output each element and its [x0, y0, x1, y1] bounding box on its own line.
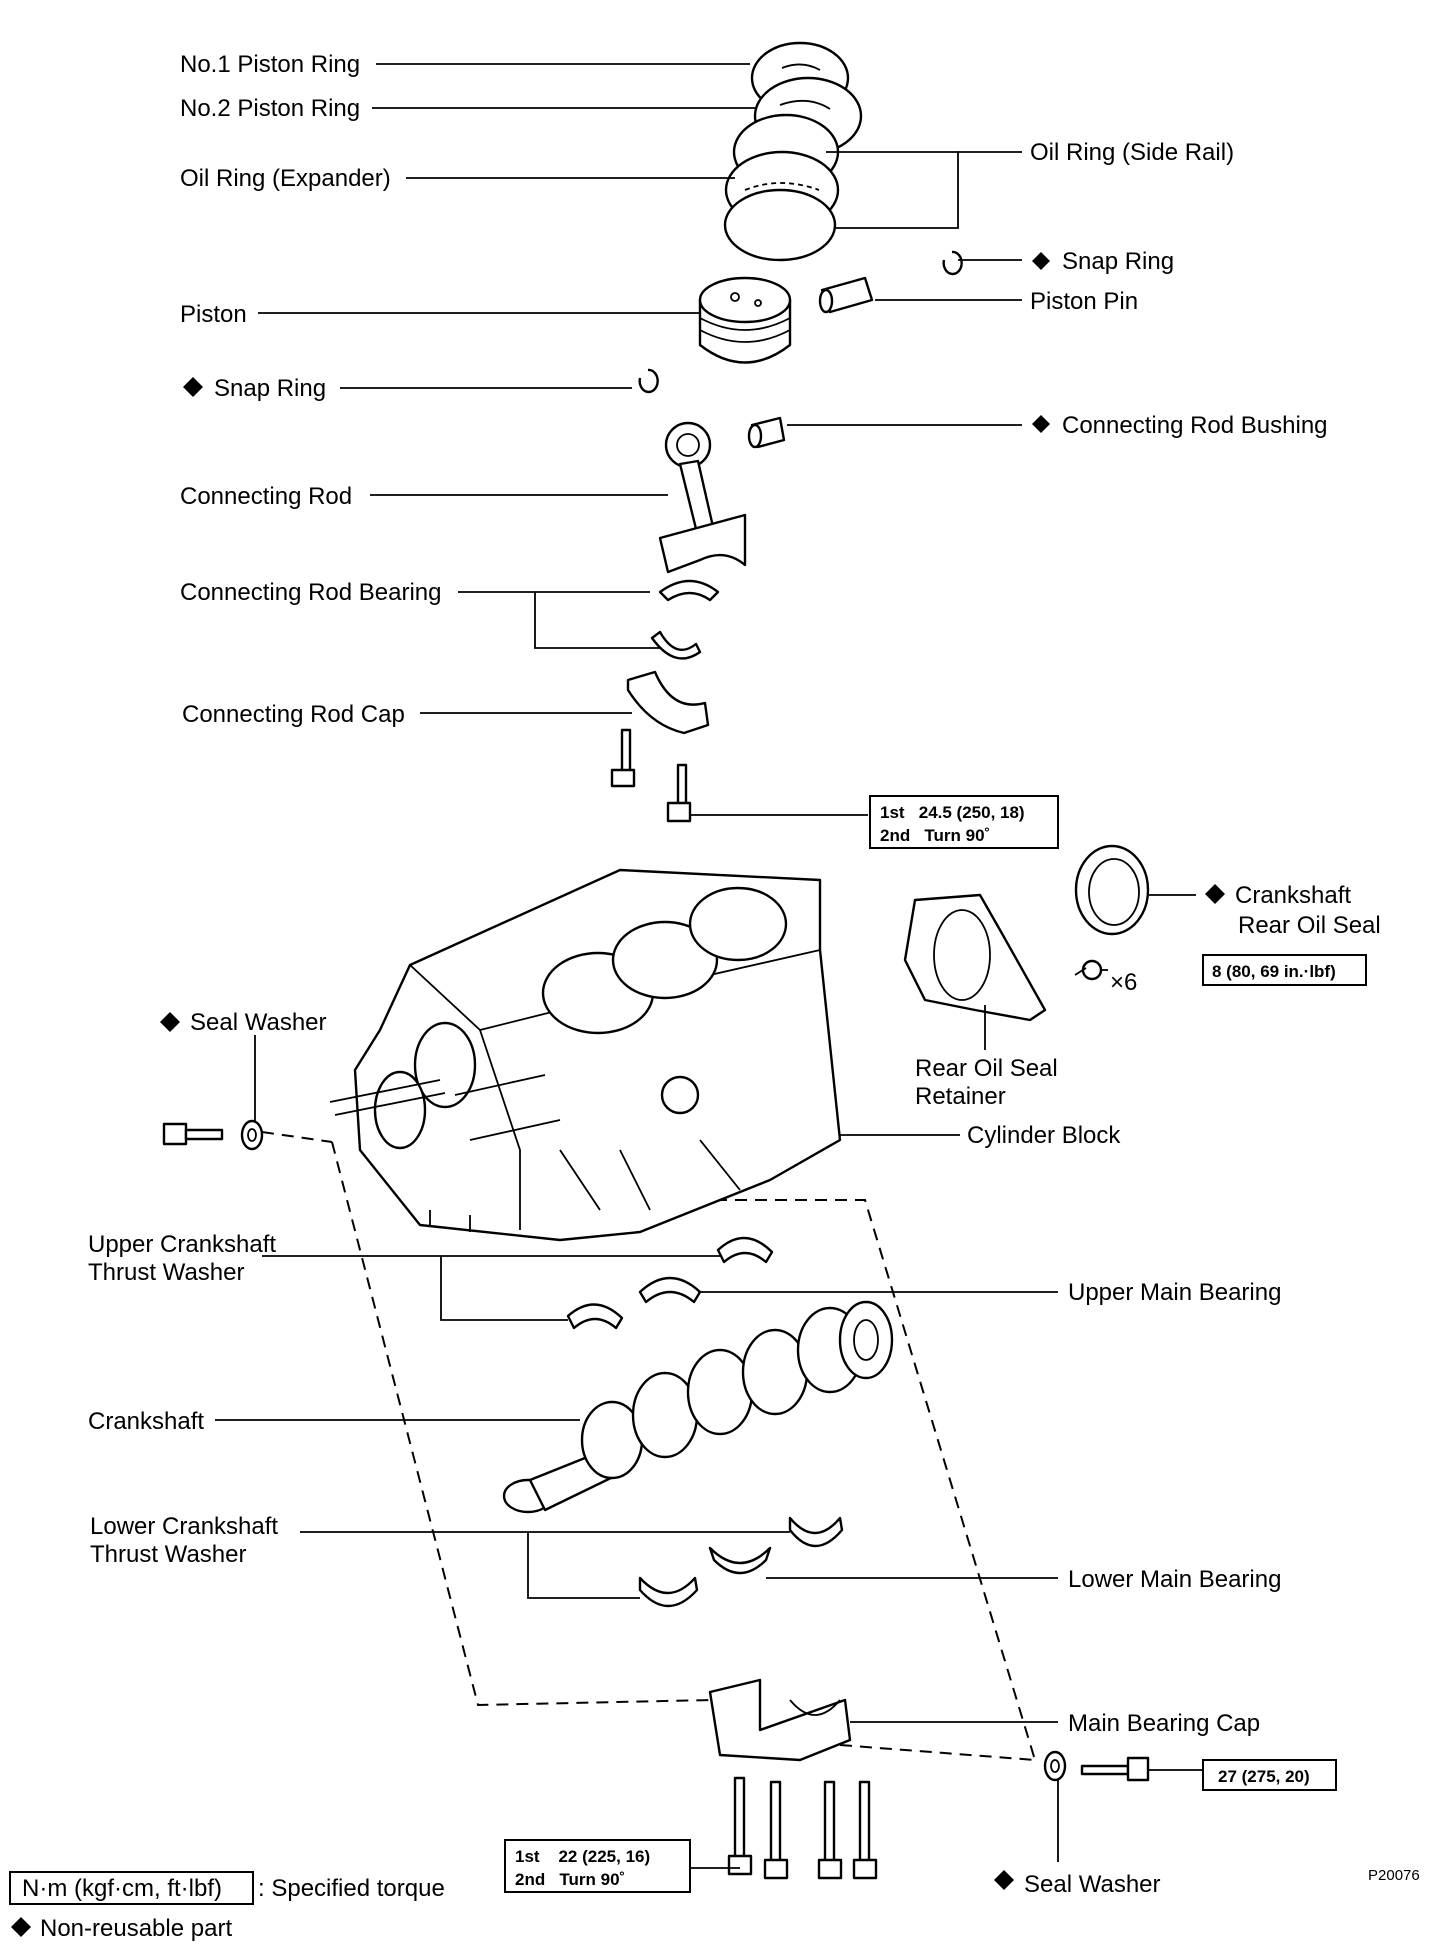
- label-upper-thrust-washer-line1: Upper Crankshaft: [88, 1231, 276, 1258]
- snap-ring-icon: [638, 368, 659, 394]
- rod-bolts-icon: [610, 728, 692, 823]
- connecting-rod-bearing-icon: [650, 630, 702, 660]
- seal-washer-icon: [1043, 1750, 1067, 1782]
- piston-rings-icon: [723, 41, 863, 262]
- label-oil-ring-expander: Oil Ring (Expander): [180, 165, 391, 192]
- label-rear-oil-seal-retainer-line2: Retainer: [915, 1083, 1006, 1110]
- retainer-torque-box: [1202, 954, 1367, 986]
- connecting-rod-bearing-icon: [658, 579, 720, 602]
- upper-thrust-washer-icon: [716, 1236, 774, 1264]
- legend-torque-unit: N·m (kgf·cm, ft·lbf): [22, 1875, 222, 1902]
- leader-lines: [215, 63, 1203, 1869]
- label-no2-piston-ring: No.2 Piston Ring: [180, 95, 360, 122]
- label-piston-pin: Piston Pin: [1030, 288, 1138, 315]
- label-connecting-rod: Connecting Rod: [180, 483, 352, 510]
- label-crankshaft-rear-oil-seal-line1: Crankshaft: [1235, 882, 1351, 909]
- retainer-bolt-icon: [1074, 959, 1103, 981]
- legend-non-reusable: Non-reusable part: [40, 1915, 232, 1942]
- main-bearing-cap-icon: [708, 1678, 852, 1762]
- snap-ring-icon: [942, 250, 963, 276]
- label-upper-thrust-washer-line2: Thrust Washer: [88, 1259, 244, 1286]
- legend-torque-box: [9, 1871, 254, 1905]
- connecting-rod-bushing-icon: [747, 416, 786, 449]
- lower-main-bearing-icon: [708, 1546, 772, 1575]
- cylinder-block-icon: [329, 868, 842, 1242]
- side-bolt-torque-box: [1202, 1759, 1337, 1791]
- lower-thrust-washer-icon: [788, 1516, 844, 1548]
- label-cylinder-block: Cylinder Block: [967, 1122, 1121, 1149]
- label-times-six: ×6: [1110, 969, 1137, 996]
- connecting-rod-cap-icon: [626, 670, 710, 735]
- piston-icon: [698, 276, 792, 364]
- label-seal-washer-right: Seal Washer: [1024, 1871, 1161, 1898]
- side-bolt-icon: [1080, 1756, 1150, 1782]
- label-connecting-rod-cap: Connecting Rod Cap: [182, 701, 405, 728]
- piston-pin-icon: [818, 276, 874, 314]
- label-main-bearing-cap: Main Bearing Cap: [1068, 1710, 1260, 1737]
- label-crankshaft-rear-oil-seal-line2: Rear Oil Seal: [1238, 912, 1381, 939]
- assembly-guide-lines: [261, 1131, 1036, 1761]
- torque-rod-cap-2nd: 2nd Turn 90˚: [880, 826, 990, 845]
- torque-retainer-bolt: 8 (80, 69 in.·lbf): [1212, 962, 1336, 981]
- label-no1-piston-ring: No.1 Piston Ring: [180, 51, 360, 78]
- torque-rod-cap-1st: 1st 24.5 (250, 18): [880, 803, 1025, 822]
- label-crankshaft: Crankshaft: [88, 1408, 204, 1435]
- figure-code: P20076: [1368, 1867, 1420, 1884]
- label-lower-thrust-washer-line1: Lower Crankshaft: [90, 1513, 278, 1540]
- torque-main-cap-2nd: 2nd Turn 90˚: [515, 1870, 625, 1889]
- bolt-icon: [162, 1122, 224, 1146]
- torque-main-cap-1st: 1st 22 (225, 16): [515, 1847, 650, 1866]
- upper-thrust-washer-icon: [566, 1303, 624, 1330]
- label-piston: Piston: [180, 301, 247, 328]
- lower-thrust-washer-icon: [638, 1576, 699, 1608]
- label-snap-ring-left: Snap Ring: [214, 375, 326, 402]
- label-rear-oil-seal-retainer-line1: Rear Oil Seal: [915, 1055, 1058, 1082]
- legend-torque-desc: : Specified torque: [258, 1875, 445, 1902]
- crankshaft-rear-oil-seal-icon: [1074, 844, 1150, 936]
- upper-main-bearing-icon: [638, 1276, 702, 1304]
- crankshaft-icon: [502, 1300, 894, 1514]
- label-seal-washer-left: Seal Washer: [190, 1009, 327, 1036]
- label-connecting-rod-bushing: Connecting Rod Bushing: [1062, 412, 1328, 439]
- rear-oil-seal-retainer-icon: [903, 893, 1047, 1022]
- main-bearing-cap-bolts-icon: [727, 1776, 878, 1880]
- label-connecting-rod-bearing: Connecting Rod Bearing: [180, 579, 442, 606]
- main-cap-torque-box: [504, 1839, 691, 1893]
- connecting-rod-icon: [658, 421, 747, 574]
- label-oil-ring-side-rail: Oil Ring (Side Rail): [1030, 139, 1234, 166]
- label-lower-thrust-washer-line2: Thrust Washer: [90, 1541, 246, 1568]
- label-upper-main-bearing: Upper Main Bearing: [1068, 1279, 1281, 1306]
- seal-washer-icon: [240, 1119, 264, 1151]
- rod-cap-torque-box: [869, 795, 1059, 849]
- non-reusable-diamond-icon: [11, 252, 1225, 1937]
- label-snap-ring-right: Snap Ring: [1062, 248, 1174, 275]
- label-lower-main-bearing: Lower Main Bearing: [1068, 1566, 1281, 1593]
- torque-side-bolt: 27 (275, 20): [1218, 1767, 1310, 1786]
